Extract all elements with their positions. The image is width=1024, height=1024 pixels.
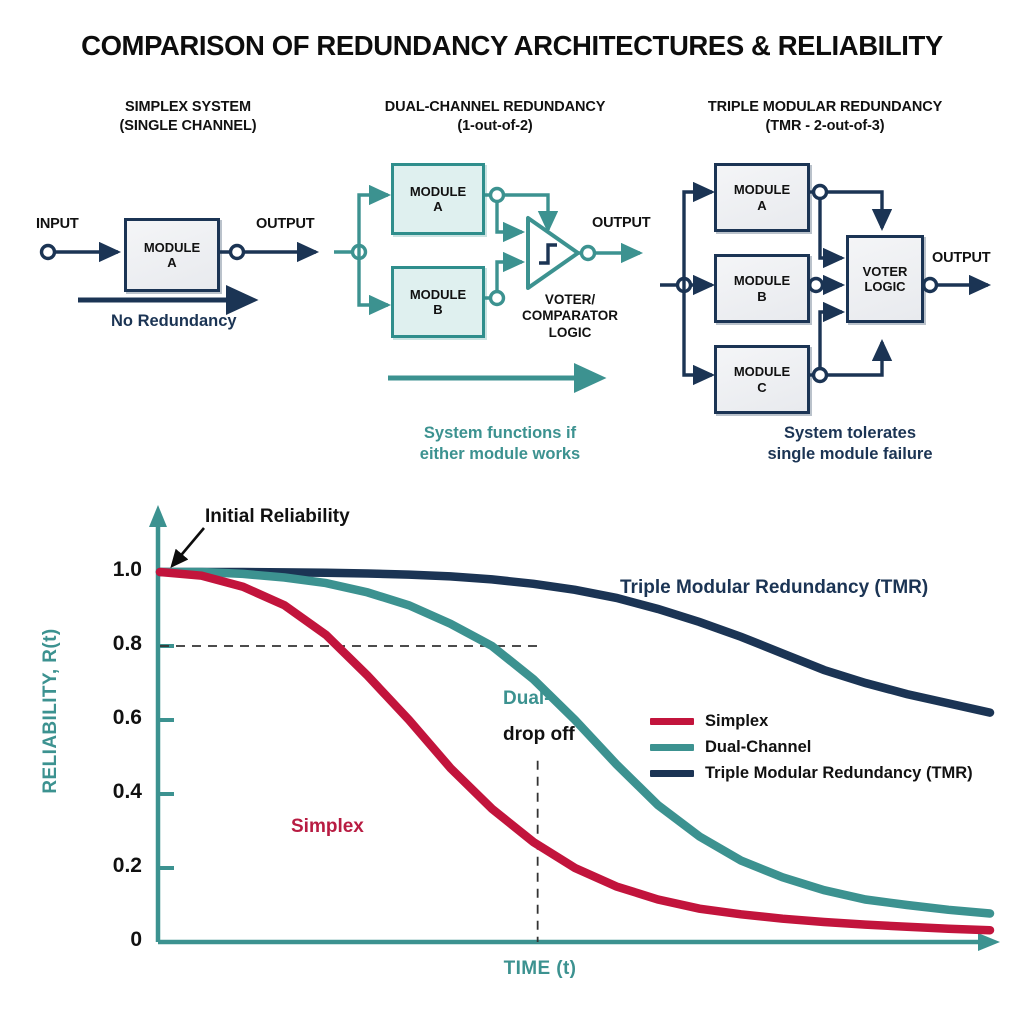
- simplex-input-label: INPUT: [36, 216, 79, 232]
- panel-heading-tmr-line2: (TMR - 2-out-of-3): [765, 118, 885, 135]
- ytick-1.0: 1.0: [112, 558, 142, 581]
- chart-reference-lines: [160, 645, 539, 942]
- dual-caption-line2: either module works: [419, 444, 581, 463]
- simplex-footnote: No Redundancy: [111, 312, 237, 330]
- tmr-module-c-name: MODULE: [733, 364, 791, 380]
- dual-voter-label: VOTER/ COMPARATOR LOGIC: [510, 292, 630, 341]
- dual-module-a-name: MODULE: [409, 183, 467, 199]
- annotation-dual-curve-line1: Dual-: [503, 688, 551, 709]
- simplex-module-a-id: A: [167, 255, 177, 270]
- ytick-0.8: 0.8: [112, 632, 142, 655]
- dual-voter-line3: LOGIC: [548, 324, 592, 340]
- panel-heading-tmr-line1: TRIPLE MODULAR REDUNDANCY: [707, 99, 943, 115]
- panel-heading-dual: DUAL-CHANNEL REDUNDANCY (1-out-of-2): [345, 98, 645, 136]
- ytick-0.2: 0.2: [112, 854, 142, 877]
- tmr-module-a[interactable]: MODULE A: [714, 163, 810, 232]
- tmr-module-c-id: C: [757, 379, 767, 395]
- simplex-output-label: OUTPUT: [256, 216, 315, 232]
- ytick-0.6: 0.6: [112, 706, 142, 729]
- x-axis-title: TIME (t): [503, 958, 577, 979]
- legend-swatch-dual: [650, 743, 694, 751]
- annotation-initial-reliability: Initial Reliability: [205, 506, 350, 527]
- dual-module-a-id: A: [433, 199, 443, 214]
- annotation-tmr-curve: Triple Modular Redundancy (TMR): [620, 577, 929, 598]
- tmr-caption-line2: single module failure: [767, 444, 933, 463]
- tmr-module-b-name: MODULE: [733, 273, 791, 289]
- ytick-0: 0: [130, 928, 142, 951]
- tmr-module-a-name: MODULE: [733, 182, 791, 198]
- y-axis-title: RELIABILITY, R(t): [40, 628, 61, 794]
- tmr-module-b[interactable]: MODULE B: [714, 254, 810, 323]
- panel-heading-simplex-line2: (SINGLE CHANNEL): [119, 118, 257, 135]
- page-title: COMPARISON OF REDUNDANCY ARCHITECTURES &…: [81, 30, 943, 61]
- initial-reliability-pointer: [170, 527, 205, 568]
- dual-voter-line2: COMPARATOR: [522, 308, 618, 324]
- panel-heading-simplex-line1: SIMPLEX SYSTEM: [125, 99, 251, 115]
- tmr-voter-line2: LOGIC: [864, 279, 906, 294]
- legend-label-simplex: Simplex: [705, 711, 769, 730]
- annotation-dual-curve-line2: drop off: [503, 724, 575, 745]
- dual-diagram-wires: [334, 184, 644, 393]
- simplex-module-a[interactable]: MODULE A: [124, 218, 220, 292]
- chart-legend: Simplex Dual-Channel Triple Modular Redu…: [650, 708, 973, 786]
- panel-heading-simplex: SIMPLEX SYSTEM (SINGLE CHANNEL): [38, 98, 338, 136]
- dual-module-b[interactable]: MODULE B: [391, 266, 485, 338]
- legend-item-dual[interactable]: Dual-Channel: [650, 734, 973, 760]
- curve-dual: [155, 567, 995, 918]
- legend-label-tmr: Triple Modular Redundancy (TMR): [705, 763, 973, 782]
- tmr-voter-line1: VOTER: [862, 263, 908, 279]
- panel-heading-dual-line2: (1-out-of-2): [457, 118, 533, 135]
- dual-caption-line1: System functions if: [423, 424, 577, 442]
- tmr-caption: System tolerates single module failure: [740, 423, 960, 464]
- dual-voter-line1: VOTER/: [544, 292, 596, 307]
- simplex-diagram-wires: [39, 241, 320, 315]
- simplex-module-a-name: MODULE: [143, 239, 201, 255]
- legend-label-dual: Dual-Channel: [705, 737, 812, 756]
- chart-curves: [155, 567, 995, 935]
- panel-heading-tmr: TRIPLE MODULAR REDUNDANCY (TMR - 2-out-o…: [660, 98, 990, 136]
- ytick-0.4: 0.4: [112, 780, 142, 803]
- curve-tmr: [155, 567, 995, 717]
- tmr-voter-logic[interactable]: VOTER LOGIC: [846, 235, 924, 323]
- tmr-output-label: OUTPUT: [932, 250, 991, 266]
- tmr-caption-line1: System tolerates: [783, 424, 917, 442]
- dual-module-b-name: MODULE: [409, 286, 467, 302]
- legend-item-simplex[interactable]: Simplex: [650, 708, 973, 734]
- dual-module-b-id: B: [433, 302, 443, 317]
- tmr-diagram-wires: [660, 181, 992, 386]
- tmr-module-a-id: A: [757, 197, 767, 213]
- legend-swatch-simplex: [650, 717, 694, 725]
- dual-caption: System functions if either module works: [400, 423, 600, 464]
- panel-heading-dual-line1: DUAL-CHANNEL REDUNDANCY: [384, 99, 606, 115]
- dual-output-label: OUTPUT: [592, 215, 651, 231]
- tmr-module-b-id: B: [757, 288, 767, 304]
- legend-swatch-tmr: [650, 769, 694, 777]
- legend-item-tmr[interactable]: Triple Modular Redundancy (TMR): [650, 760, 973, 786]
- annotation-simplex-curve: Simplex: [291, 816, 364, 837]
- tmr-module-c[interactable]: MODULE C: [714, 345, 810, 414]
- curve-simplex: [155, 567, 995, 935]
- dual-module-a[interactable]: MODULE A: [391, 163, 485, 235]
